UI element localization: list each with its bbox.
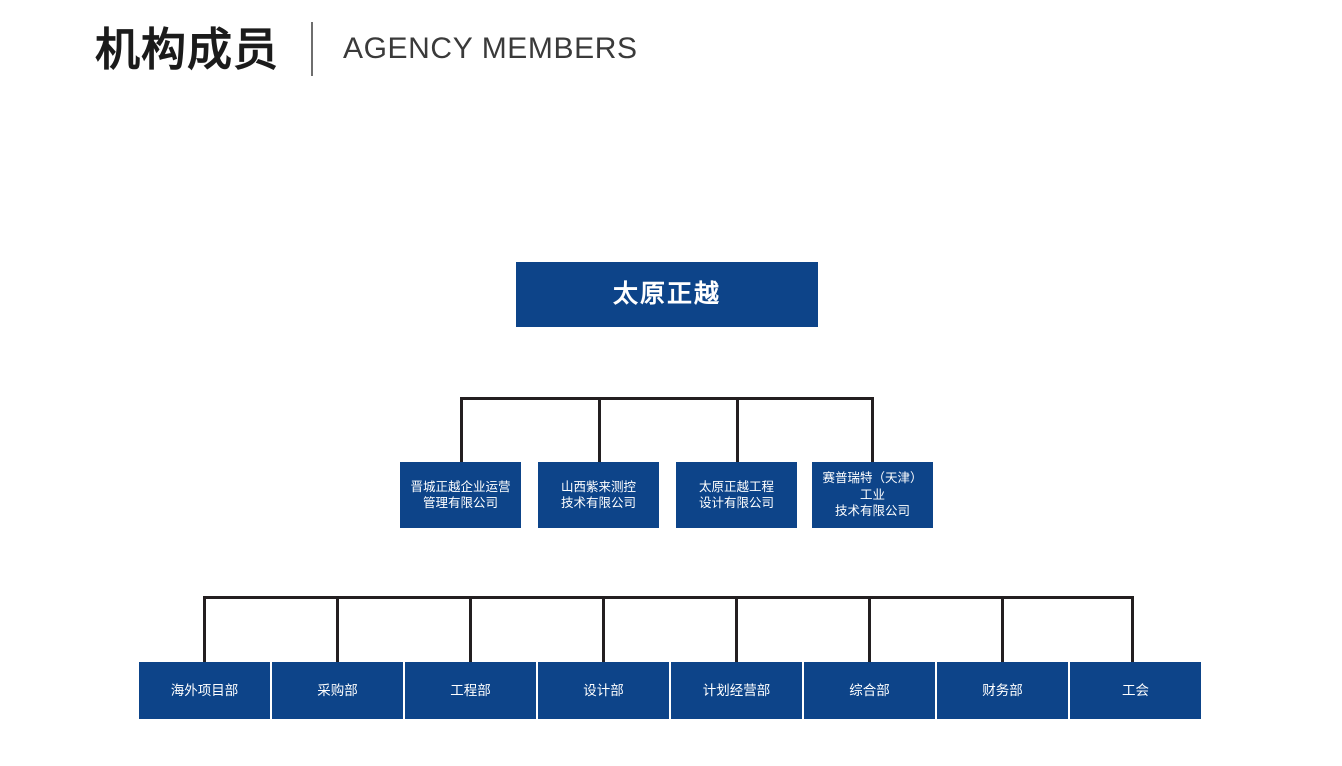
connector-level2-bus: [460, 397, 874, 400]
org-node-l3-1[interactable]: 海外项目部: [139, 662, 270, 719]
org-node-l2-2-line2: 技术有限公司: [560, 496, 636, 510]
org-node-l3-6[interactable]: 综合部: [804, 662, 935, 719]
connector-drop-l3-4: [602, 596, 605, 662]
org-node-l2-4-line1: 赛普瑞特（天津）工业: [822, 471, 923, 502]
connector-drop-l2-4: [871, 397, 874, 462]
connector-drop-l3-8: [1131, 596, 1134, 662]
org-node-l2-3-line1: 太原正越工程: [698, 479, 774, 494]
org-node-l2-2[interactable]: 山西紫来测控 技术有限公司: [538, 462, 659, 528]
connector-drop-l3-7: [1001, 596, 1004, 662]
org-node-l2-1-line1: 晋城正越企业运营: [410, 479, 511, 494]
org-node-l2-3[interactable]: 太原正越工程 设计有限公司: [676, 462, 797, 528]
org-node-root[interactable]: 太原正越: [516, 262, 818, 327]
connector-drop-l3-6: [868, 596, 871, 662]
org-node-l2-4-line2: 技术有限公司: [834, 504, 910, 519]
connector-drop-l3-1: [203, 596, 206, 662]
org-node-l3-5[interactable]: 计划经营部: [671, 662, 802, 719]
org-node-l3-4[interactable]: 设计部: [538, 662, 669, 719]
page-title-en: AGENCY MEMBERS: [343, 32, 638, 65]
connector-level3-bus: [203, 596, 1134, 599]
connector-drop-l2-2: [598, 397, 601, 462]
org-node-l3-3[interactable]: 工程部: [405, 662, 536, 719]
org-node-l2-3-line2: 设计有限公司: [698, 496, 774, 510]
org-node-l2-1-line2: 管理有限公司: [422, 496, 498, 510]
connector-drop-l2-1: [460, 397, 463, 462]
page-header: 机构成员 AGENCY MEMBERS: [95, 18, 638, 80]
org-node-l3-2[interactable]: 采购部: [272, 662, 403, 719]
org-node-l2-4[interactable]: 赛普瑞特（天津）工业 技术有限公司: [812, 462, 933, 528]
org-node-l2-2-line1: 山西紫来测控: [560, 479, 636, 494]
connector-drop-l3-3: [469, 596, 472, 662]
connector-drop-l2-3: [736, 397, 739, 462]
org-node-l3-7[interactable]: 财务部: [937, 662, 1068, 719]
connector-drop-l3-2: [336, 596, 339, 662]
org-node-l3-8[interactable]: 工会: [1070, 662, 1201, 719]
org-node-l2-1[interactable]: 晋城正越企业运营 管理有限公司: [400, 462, 521, 528]
connector-drop-l3-5: [735, 596, 738, 662]
header-divider: [311, 22, 314, 76]
page-title-cn: 机构成员: [95, 23, 280, 75]
